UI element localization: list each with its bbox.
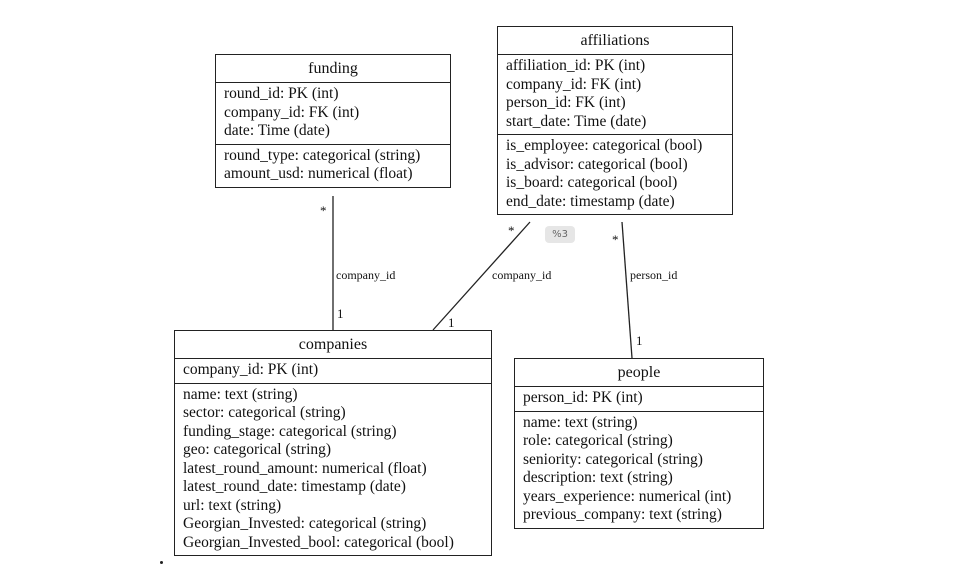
field: person_id: PK (int) bbox=[523, 389, 643, 406]
field: is_advisor: categorical (bool) bbox=[506, 155, 688, 173]
field: date: Time (date) bbox=[224, 122, 330, 139]
cardinality-many: * bbox=[612, 232, 619, 247]
field: description: text (string) bbox=[523, 469, 673, 486]
field: company_id: FK (int) bbox=[506, 75, 642, 93]
zoom-badge: %3 bbox=[545, 226, 575, 243]
field: url: text (string) bbox=[183, 496, 282, 514]
relation-label: company_id bbox=[492, 268, 552, 282]
relation-label: person_id bbox=[630, 268, 678, 282]
field: amount_usd: numerical (float) bbox=[224, 165, 413, 182]
field: previous_company: text (string) bbox=[523, 506, 722, 523]
cardinality-one: 1 bbox=[448, 315, 455, 330]
field: company_id: FK (int) bbox=[224, 103, 360, 121]
key-section: affiliation_id: PK (int) company_id: FK … bbox=[498, 55, 732, 134]
field: is_board: categorical (bool) bbox=[506, 174, 678, 191]
cardinality-many: * bbox=[508, 223, 515, 238]
field: is_employee: categorical (bool) bbox=[506, 137, 703, 154]
entity-title: companies bbox=[175, 331, 491, 359]
edge-affiliations-companies bbox=[432, 221, 531, 331]
key-section: company_id: PK (int) bbox=[175, 359, 491, 383]
field: name: text (string) bbox=[523, 413, 638, 431]
field: person_id: FK (int) bbox=[506, 94, 626, 111]
field: name: text (string) bbox=[183, 385, 298, 403]
field: Georgian_Invested: categorical (string) bbox=[183, 515, 427, 532]
entity-title: people bbox=[515, 359, 763, 387]
field: sector: categorical (string) bbox=[183, 404, 346, 421]
field: start_date: Time (date) bbox=[506, 112, 647, 130]
cardinality-many: * bbox=[320, 203, 327, 218]
field: seniority: categorical (string) bbox=[523, 450, 703, 468]
entity-title: affiliations bbox=[498, 27, 732, 55]
key-section: round_id: PK (int) company_id: FK (int) … bbox=[216, 83, 450, 144]
edge-affiliations-people bbox=[621, 221, 633, 359]
field: latest_round_amount: numerical (float) bbox=[183, 459, 427, 477]
relation-label: company_id bbox=[336, 268, 396, 282]
field: funding_stage: categorical (string) bbox=[183, 422, 397, 440]
stray-dot bbox=[160, 561, 163, 564]
field: Georgian_Invested_bool: categorical (boo… bbox=[183, 533, 454, 551]
field: years_experience: numerical (int) bbox=[523, 487, 732, 505]
field: role: categorical (string) bbox=[523, 432, 673, 449]
field: round_type: categorical (string) bbox=[224, 146, 421, 164]
field: end_date: timestamp (date) bbox=[506, 192, 675, 210]
entity-affiliations: affiliations affiliation_id: PK (int) co… bbox=[497, 26, 733, 215]
attribute-section: name: text (string) role: categorical (s… bbox=[515, 410, 763, 528]
attribute-section: round_type: categorical (string) amount_… bbox=[216, 143, 450, 187]
field: latest_round_date: timestamp (date) bbox=[183, 478, 406, 495]
entity-companies: companies company_id: PK (int) name: tex… bbox=[174, 330, 492, 556]
field: affiliation_id: PK (int) bbox=[506, 57, 646, 74]
entity-title: funding bbox=[216, 55, 450, 83]
key-section: person_id: PK (int) bbox=[515, 387, 763, 411]
entity-people: people person_id: PK (int) name: text (s… bbox=[514, 358, 764, 529]
attribute-section: name: text (string) sector: categorical … bbox=[175, 382, 491, 556]
field: company_id: PK (int) bbox=[183, 361, 319, 378]
entity-funding: funding round_id: PK (int) company_id: F… bbox=[215, 54, 451, 188]
field: geo: categorical (string) bbox=[183, 441, 332, 458]
cardinality-one: 1 bbox=[636, 333, 643, 348]
cardinality-one: 1 bbox=[337, 306, 344, 321]
attribute-section: is_employee: categorical (bool) is_advis… bbox=[498, 134, 732, 214]
field: round_id: PK (int) bbox=[224, 85, 339, 102]
